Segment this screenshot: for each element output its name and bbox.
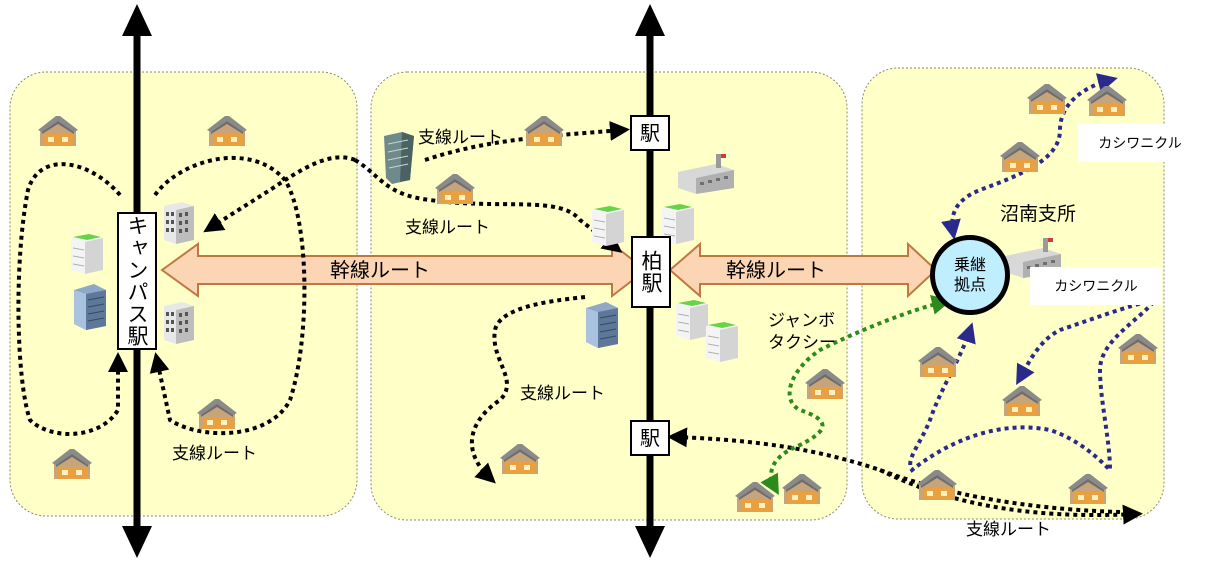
- transfer-hub-line2: 拠点: [953, 275, 986, 294]
- branch-route-label: 支線ルート: [520, 384, 605, 404]
- branch-route-label: 支線ルート: [405, 218, 490, 238]
- station-north: 駅: [630, 115, 670, 151]
- jumbo-taxi-line2: タクシー: [768, 333, 836, 354]
- branch-route-label: 支線ルート: [172, 444, 257, 464]
- kashiwanikuru-routes: [908, 73, 1157, 475]
- green-roof-building-icon: [70, 233, 104, 274]
- trunk-route-label-east: 幹線ルート: [726, 258, 826, 282]
- transfer-hub: 乗継 拠点: [930, 235, 1010, 315]
- jumbo-taxi-line1: ジャンボ: [768, 311, 836, 331]
- tower-icon: [383, 131, 415, 185]
- office-building-icon: [585, 301, 619, 348]
- station-south: 駅: [630, 420, 670, 456]
- apartment-icon: [164, 202, 194, 244]
- jumbo-taxi-route: [760, 295, 952, 495]
- kashiwanikuru-label: カシワニクル: [1078, 124, 1202, 162]
- jumbo-taxi-label: ジャンボ タクシー: [768, 310, 836, 354]
- branch-route-label: 支線ルート: [418, 128, 503, 148]
- kashiwanikuru-label: カシワニクル: [1030, 267, 1162, 305]
- apartment-icon: [164, 302, 194, 344]
- green-roof-building-icon: [705, 321, 739, 362]
- green-roof-building-icon: [591, 205, 625, 246]
- office-building-icon: [73, 283, 107, 330]
- zone-campus: [9, 71, 358, 517]
- green-roof-building-icon: [675, 299, 709, 340]
- trunk-route-label-west: 幹線ルート: [330, 258, 430, 282]
- kashiwa-station: 柏駅: [631, 236, 671, 308]
- transfer-hub-line1: 乗継: [953, 255, 986, 274]
- campus-station: キャンパス駅: [117, 212, 157, 350]
- numinami-branch-label: 沼南支所: [1000, 203, 1077, 225]
- branch-route-label: 支線ルート: [966, 520, 1051, 540]
